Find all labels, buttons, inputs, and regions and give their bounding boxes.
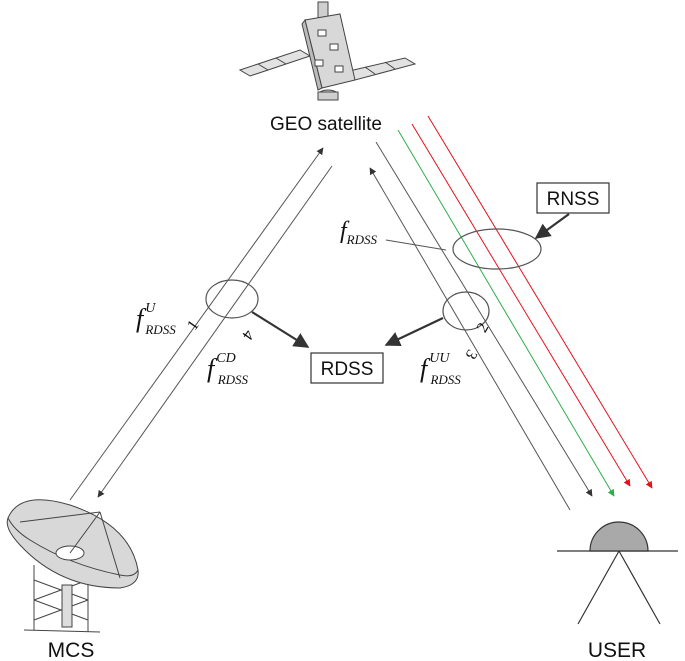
link-number-2: 2 [474, 320, 493, 335]
geo-satellite-icon [238, 1, 417, 101]
user-label: USER [588, 639, 646, 661]
rnss-ellipse [452, 228, 542, 270]
satellite-label: GEO satellite [270, 114, 382, 135]
rdss-mcs-pointer-arrow [251, 311, 310, 348]
user-uplink-line [369, 167, 571, 511]
mcs-dish-antenna-icon [6, 499, 139, 633]
rnss-green-signal [397, 129, 615, 497]
rnss-red-signal-2 [427, 115, 653, 489]
user-terminal-icon [557, 521, 678, 625]
freq-label-downlink-user: fRDSS [340, 218, 378, 247]
rnss-box: RNSS [536, 182, 610, 214]
rnss-red-signal-1 [411, 123, 631, 487]
rdss-box-label: RDSS [321, 359, 374, 380]
mcs-label: MCS [48, 639, 95, 661]
mcs-downlink-line [97, 165, 333, 498]
rdss-user-ellipse [442, 291, 490, 331]
mcs-uplink-line [69, 147, 324, 501]
downlink-freq-leader [385, 239, 447, 251]
link-number-4: 4 [238, 326, 257, 342]
user-downlink-line [375, 141, 593, 497]
link-number-3: 3 [462, 347, 481, 362]
rdss-mcs-ellipse [205, 279, 259, 319]
rdss-box: RDSS [310, 352, 384, 384]
rdss-user-pointer-arrow [384, 317, 444, 347]
rnss-box-label: RNSS [547, 189, 600, 210]
rnss-pointer-arrow [534, 213, 570, 239]
